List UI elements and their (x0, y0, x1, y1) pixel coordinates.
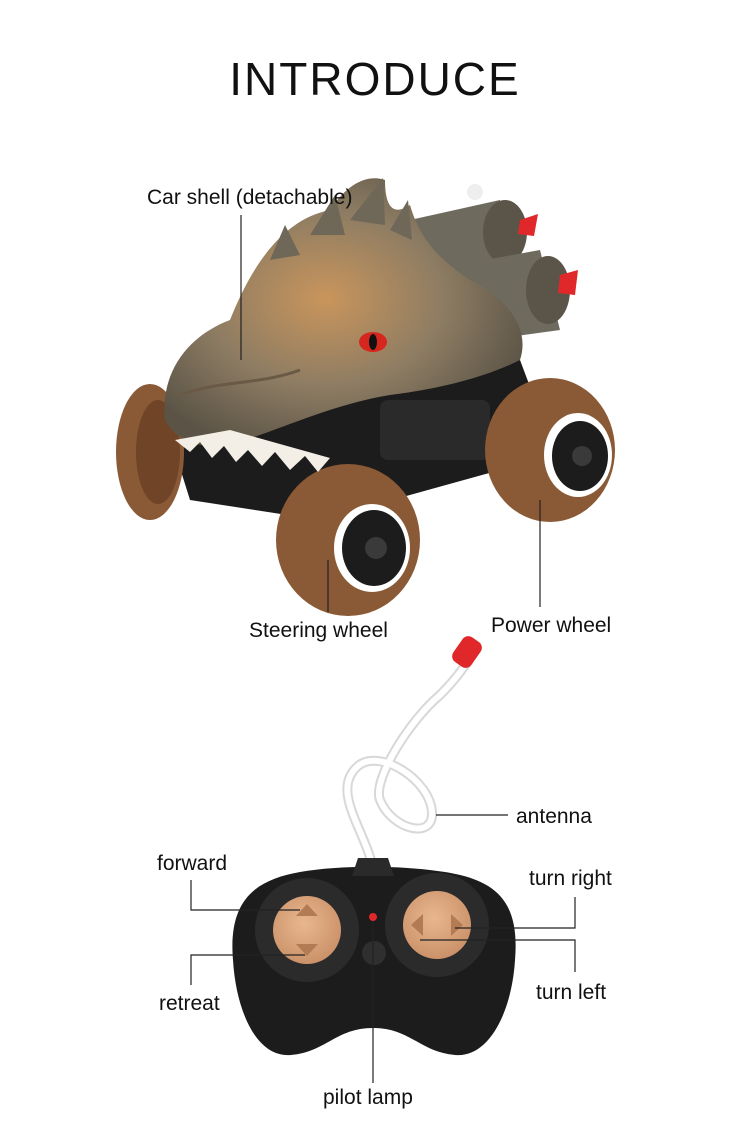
label-power-wheel: Power wheel (491, 614, 612, 637)
remote-controller (232, 636, 516, 1056)
page-title: INTRODUCE (229, 53, 521, 105)
antenna (342, 636, 482, 873)
left-direction-pad[interactable] (255, 878, 359, 982)
label-antenna: antenna (516, 805, 592, 828)
dino-car (116, 178, 615, 616)
dragon-head-shell (164, 178, 523, 472)
label-steering-wheel: Steering wheel (249, 619, 388, 642)
pilot-lamp (369, 913, 377, 921)
label-retreat: retreat (159, 992, 220, 1015)
label-car-shell: Car shell (detachable) (147, 186, 353, 209)
label-pilot-lamp: pilot lamp (323, 1086, 413, 1109)
steering-wheel (276, 464, 420, 616)
right-direction-pad[interactable] (385, 873, 489, 977)
label-turn-right: turn right (529, 867, 612, 890)
power-wheel (485, 378, 615, 522)
label-forward: forward (157, 852, 228, 875)
label-turn-left: turn left (536, 981, 607, 1004)
